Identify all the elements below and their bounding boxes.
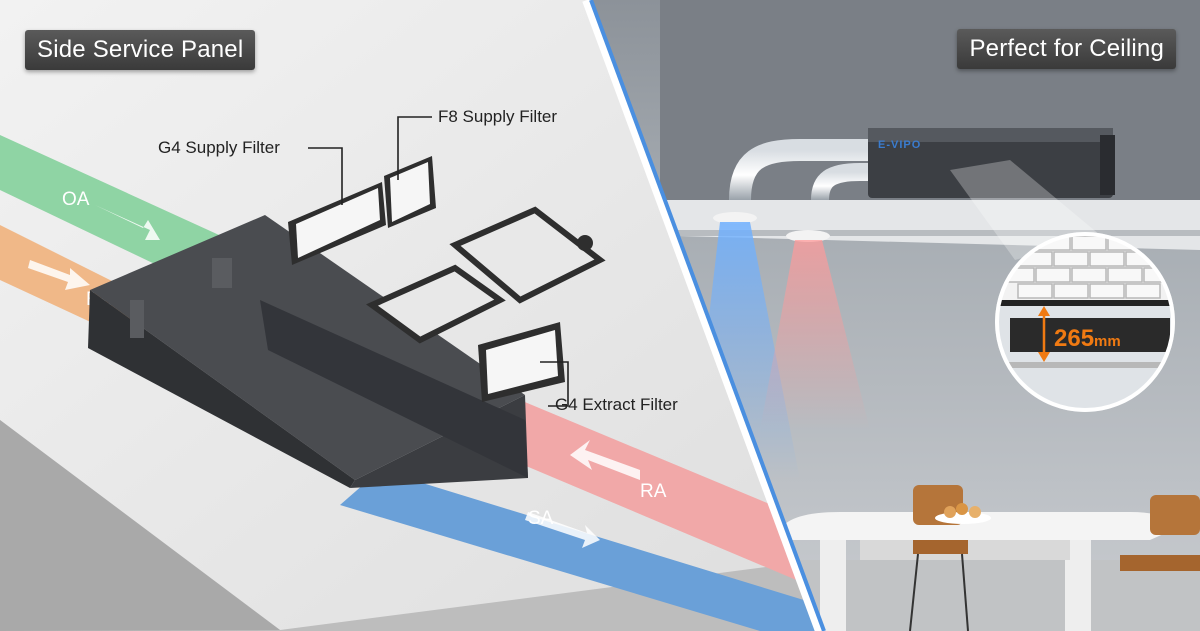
g4-supply-filter	[288, 182, 386, 265]
callout-g4-supply-filter: G4 Supply Filter	[158, 138, 280, 157]
dimension-unit: mm	[1094, 333, 1121, 350]
brand-logo: E-VIPO	[878, 139, 922, 151]
duct-label-oa: OA	[62, 189, 90, 210]
heat-exchanger-core	[366, 206, 606, 344]
duct-label-sa: SA	[528, 508, 554, 529]
g4-extract-filter	[478, 322, 565, 402]
perfect-for-ceiling-title: Perfect for Ceiling	[957, 29, 1176, 69]
side-service-panel-title: Side Service Panel	[25, 30, 256, 70]
callout-f8-supply-filter: F8 Supply Filter	[438, 107, 558, 126]
duct-sa	[340, 470, 820, 631]
scene-divider	[582, 0, 825, 631]
dimension-value: 265	[1054, 325, 1095, 352]
ceiling-depth-dimension: 265mm	[1054, 325, 1121, 353]
callout-g4-extract-filter: G4 Extract Filter	[555, 395, 678, 414]
ventilation-unit	[88, 215, 528, 488]
f8-supply-filter	[384, 156, 436, 228]
duct-label-ra: RA	[640, 481, 667, 502]
